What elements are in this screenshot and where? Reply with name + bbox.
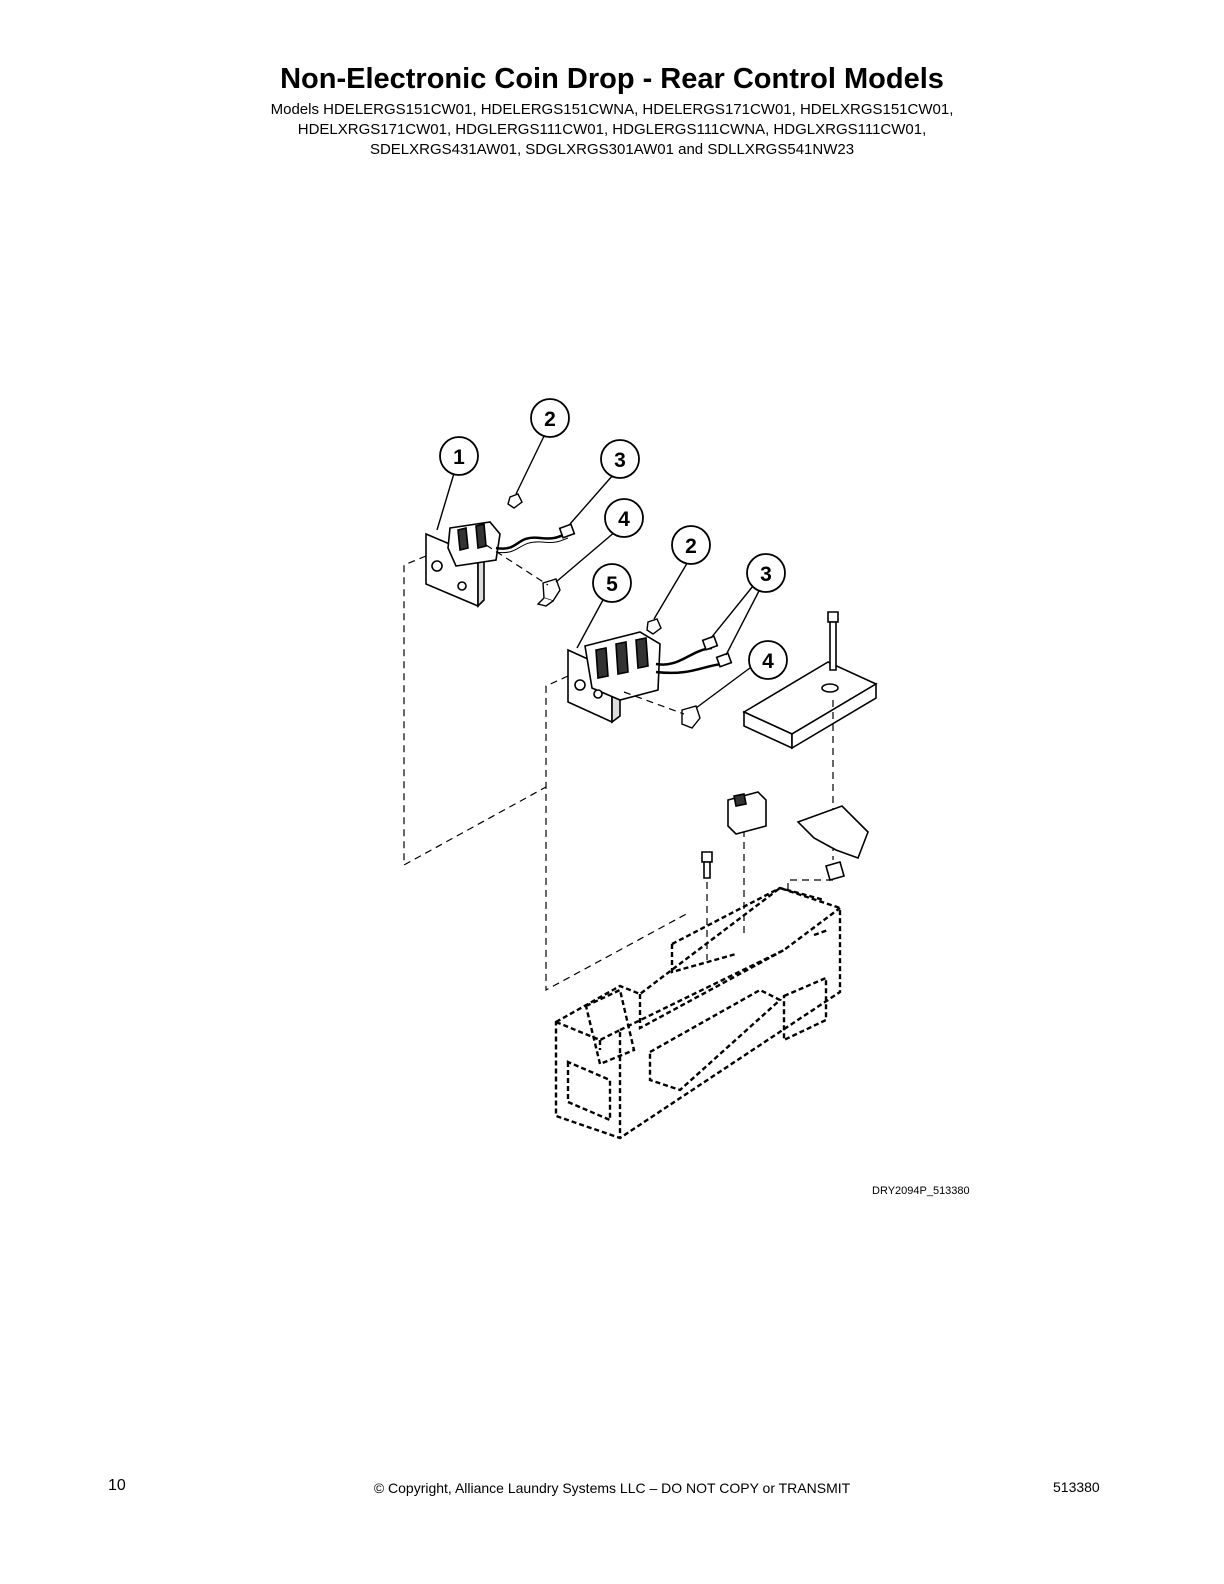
callout-label-5: 5 [606, 573, 618, 596]
dashed-leaders-lower [545, 675, 691, 992]
callout-label-3a: 3 [614, 449, 626, 472]
page-title: Non-Electronic Coin Drop - Rear Control … [280, 63, 944, 95]
coin-drop-assembly-lower [567, 631, 733, 724]
callout-label-3b: 3 [760, 563, 772, 586]
copyright-notice: © Copyright, Alliance Laundry Systems LL… [373, 1480, 851, 1496]
model-line-2: HDELXRGS171CW01, HDGLERGS111CW01, HDGLER… [297, 121, 927, 138]
callout-label-1: 1 [453, 446, 465, 469]
control-housing [554, 886, 842, 1140]
callout-label-2b: 2 [685, 535, 697, 558]
page-header: Non-Electronic Coin Drop - Rear Control … [0, 60, 1224, 160]
callout-3a [600, 439, 640, 479]
callout-label-2a: 2 [544, 408, 556, 431]
switch-and-bracket [701, 791, 869, 881]
callout-4a [604, 498, 644, 538]
model-line-3: SDELXRGS431AW01, SDGLXRGS301AW01 and SDL… [369, 141, 855, 158]
page-number: 10 [108, 1477, 126, 1494]
callout-labels: 1 2 3 4 2 3 4 5 [453, 408, 774, 673]
model-list: Models HDELERGS151CW01, HDELERGS151CWNA,… [0, 100, 1224, 160]
callout-label-4a: 4 [618, 508, 630, 531]
callout-5 [592, 563, 632, 603]
callout-leaders [436, 431, 762, 709]
callout-label-4b: 4 [762, 650, 774, 673]
small-parts-lower [646, 618, 701, 729]
document-number: 513380 [1053, 1479, 1100, 1495]
coin-drop-assembly-upper [425, 521, 576, 608]
cover-plate [742, 611, 878, 750]
model-line-1: Models HDELERGS151CW01, HDELERGS151CWNA,… [270, 101, 954, 118]
callout-3b [746, 553, 786, 593]
callout-1 [439, 436, 479, 476]
drawing-code: DRY2094P_513380 [872, 1185, 970, 1197]
callouts [439, 398, 788, 680]
callout-4b [748, 640, 788, 680]
dashed-leaders-upper [403, 544, 549, 867]
callout-2b [671, 525, 711, 565]
callout-2a [530, 398, 570, 438]
